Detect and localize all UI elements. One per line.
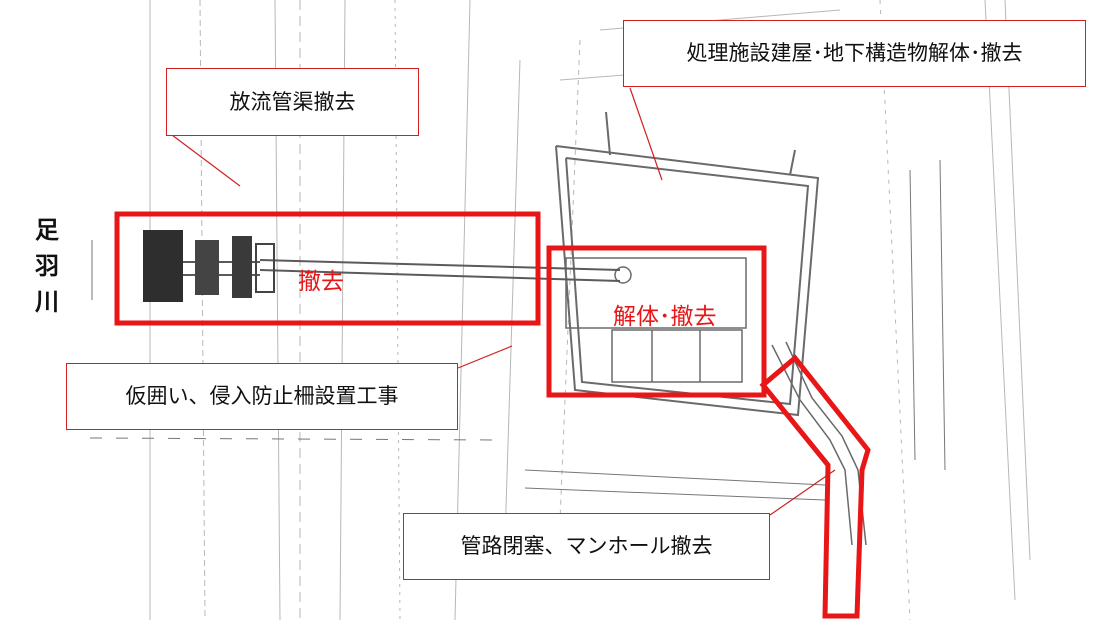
- removal-zone-label: 撤去: [298, 269, 344, 295]
- facility-rooms: [565, 257, 747, 383]
- removal-zone-highlight: [114, 211, 541, 326]
- pipeline-closure-highlight: [759, 354, 871, 619]
- callout-temporary-fence-work: 仮囲い、侵入防止柵設置工事: [66, 363, 458, 430]
- demolition-zone-label: 解体･撤去: [613, 304, 717, 330]
- demolition-zone-highlight: [546, 245, 767, 398]
- building-outline: [555, 111, 820, 417]
- river-label: 足羽川: [35, 216, 59, 316]
- leader-lines: [171, 87, 836, 516]
- outfall-structure: [143, 230, 275, 302]
- dimension-lines: [89, 159, 946, 501]
- sewer-pipeline: [771, 341, 867, 546]
- callout-pipeline-closure: 管路閉塞、マンホール撤去: [403, 513, 770, 580]
- callout-outfall-pipe-removal: 放流管渠撤去: [166, 68, 419, 136]
- callout-facility-building-demolition: 処理施設建屋･地下構造物解体･撤去: [623, 20, 1086, 87]
